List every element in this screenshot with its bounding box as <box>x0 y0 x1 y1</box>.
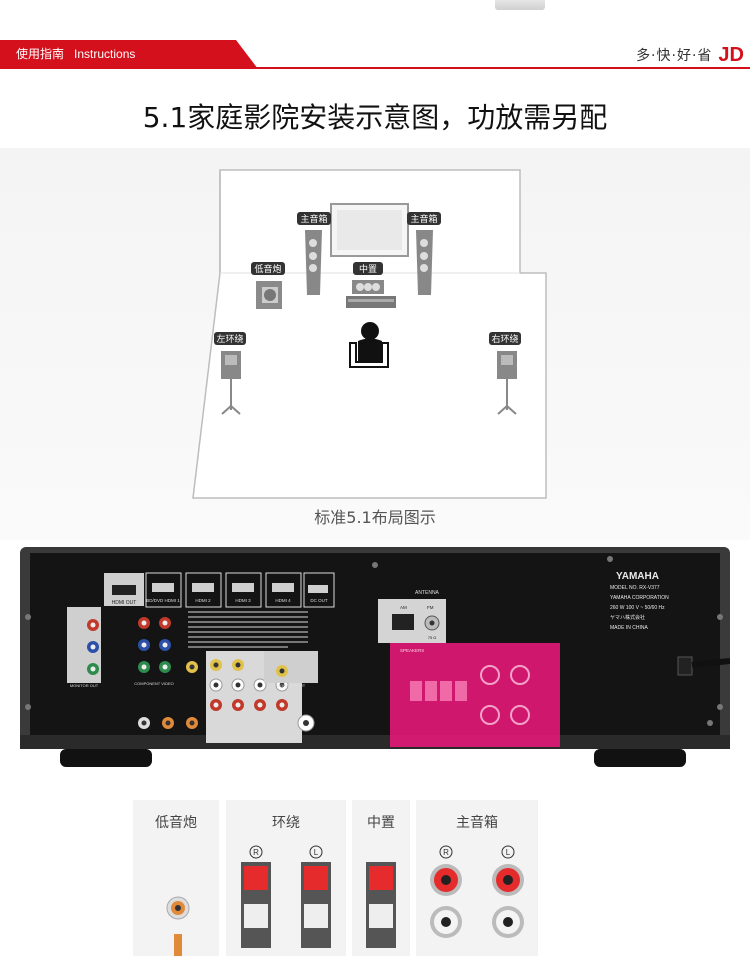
component-video-label: COMPONENT VIDEO <box>134 681 174 686</box>
header-tab: 使用指南 Instructions <box>0 40 258 69</box>
antenna-label: ANTENNA <box>415 590 440 596</box>
made-in: MADE IN CHINA <box>610 625 648 631</box>
center-terminals-icon <box>366 862 396 948</box>
jd-logo: JD <box>718 43 744 66</box>
subwoofer-rca-jack-icon <box>166 896 190 956</box>
svg-text:中置: 中置 <box>359 263 377 275</box>
yamaha-label-plate: YAMAHA MODEL NO. RX-V377 YAMAHA CORPORAT… <box>610 571 669 631</box>
terminal-panel-main: 主音箱 R L <box>416 800 538 956</box>
diagram-caption: 标准5.1布局图示 <box>314 508 436 527</box>
top-edge-fragment <box>495 0 545 10</box>
monitor-out-label-left: MONITOR OUT <box>70 683 99 688</box>
svg-text:L: L <box>314 848 319 857</box>
header-brand: 多·快·好·省 JD <box>636 42 744 68</box>
tv-icon <box>330 203 409 257</box>
manufacturer: YAMAHA CORPORATION <box>610 595 669 601</box>
subwoofer-label: 低音炮 <box>251 262 285 275</box>
surround-terminals-icon: R L <box>241 845 331 948</box>
terminal-title-center: 中置 <box>367 815 395 831</box>
component-out-jacks <box>87 619 99 675</box>
terminal-title-surround: 环绕 <box>272 815 300 831</box>
terminal-panel-center: 中置 <box>352 800 410 956</box>
page-title: 5.1家庭影院安装示意图，功放需另配 <box>142 101 608 134</box>
yamaha-brand: YAMAHA <box>616 571 659 582</box>
surround-left-speaker-icon <box>221 351 241 415</box>
terminal-panel-surround: 环绕 R L <box>226 800 346 956</box>
av-receiver-rear-panel: HDMI OUT BD/DVD HDMI 1 HDMI 2 HDMI 3 HDM… <box>20 547 730 767</box>
hdmi-out-label: HDMI OUT <box>112 600 137 606</box>
terminal-panel-subwoofer: 低音炮 <box>133 800 219 956</box>
fm-label: FM <box>427 605 434 610</box>
dc-out-label: DC OUT <box>310 598 327 603</box>
main-right-speaker-icon <box>416 230 433 295</box>
room-layout-diagram: 主音箱 主音箱 低音炮 中置 左环绕 <box>192 169 547 499</box>
fm-ohm-label: 75 Ω <box>428 635 437 640</box>
svg-text:L: L <box>506 848 511 857</box>
main-binding-posts-icon: R L <box>430 845 524 938</box>
surround-right-speaker-icon <box>497 351 517 415</box>
svg-text:右环绕: 右环绕 <box>491 333 518 345</box>
foot-right <box>594 749 686 767</box>
am-label: AM <box>400 605 407 610</box>
power-cord <box>677 656 730 676</box>
header-tab-en: Instructions <box>74 47 136 61</box>
svg-text:R: R <box>443 848 449 857</box>
terminal-title-subwoofer: 低音炮 <box>155 815 197 831</box>
section-header: 使用指南 Instructions 多·快·好·省 JD <box>0 40 750 70</box>
manufacturer-jp: ヤマハ株式会社 <box>610 614 645 621</box>
svg-text:R: R <box>253 848 259 857</box>
surround-right-label: 右环绕 <box>489 332 521 345</box>
svg-text:SPEAKERS: SPEAKERS <box>400 648 424 653</box>
header-tab-cn: 使用指南 <box>16 47 65 61</box>
power-rating: 260 W 100 V ~ 50/60 Hz <box>610 605 665 611</box>
svg-text:左环绕: 左环绕 <box>216 333 243 345</box>
surround-left-label: 左环绕 <box>214 332 246 345</box>
hdmi-inputs <box>145 572 302 608</box>
model-number: MODEL NO. RX-V377 <box>610 585 660 591</box>
speakers-terminal-highlight: SPEAKERS <box>390 643 560 747</box>
svg-text:低音炮: 低音炮 <box>254 263 281 275</box>
svg-text:主音箱: 主音箱 <box>410 213 437 225</box>
center-label: 中置 <box>353 262 383 275</box>
foot-left <box>60 749 152 767</box>
component-in-jacks <box>138 617 171 673</box>
header-underline <box>0 67 750 69</box>
listener-icon <box>349 322 389 368</box>
hdmi-1-label: BD/DVD HDMI 1 <box>146 598 180 603</box>
center-speaker-icon <box>346 280 396 308</box>
hdmi-4-label: HDMI 4 <box>275 598 291 603</box>
header-slogan: 多·快·好·省 <box>636 48 713 64</box>
terminal-title-main: 主音箱 <box>456 815 498 831</box>
main-left-label: 主音箱 <box>297 212 331 225</box>
svg-text:主音箱: 主音箱 <box>300 213 327 225</box>
monitor-out-label-right: MONITOR OUT <box>277 683 306 688</box>
hdmi-2-label: HDMI 2 <box>195 598 211 603</box>
subwoofer-icon <box>256 281 282 309</box>
hdmi-3-label: HDMI 3 <box>235 598 251 603</box>
main-right-label: 主音箱 <box>407 212 441 225</box>
main-left-speaker-icon <box>305 230 322 295</box>
